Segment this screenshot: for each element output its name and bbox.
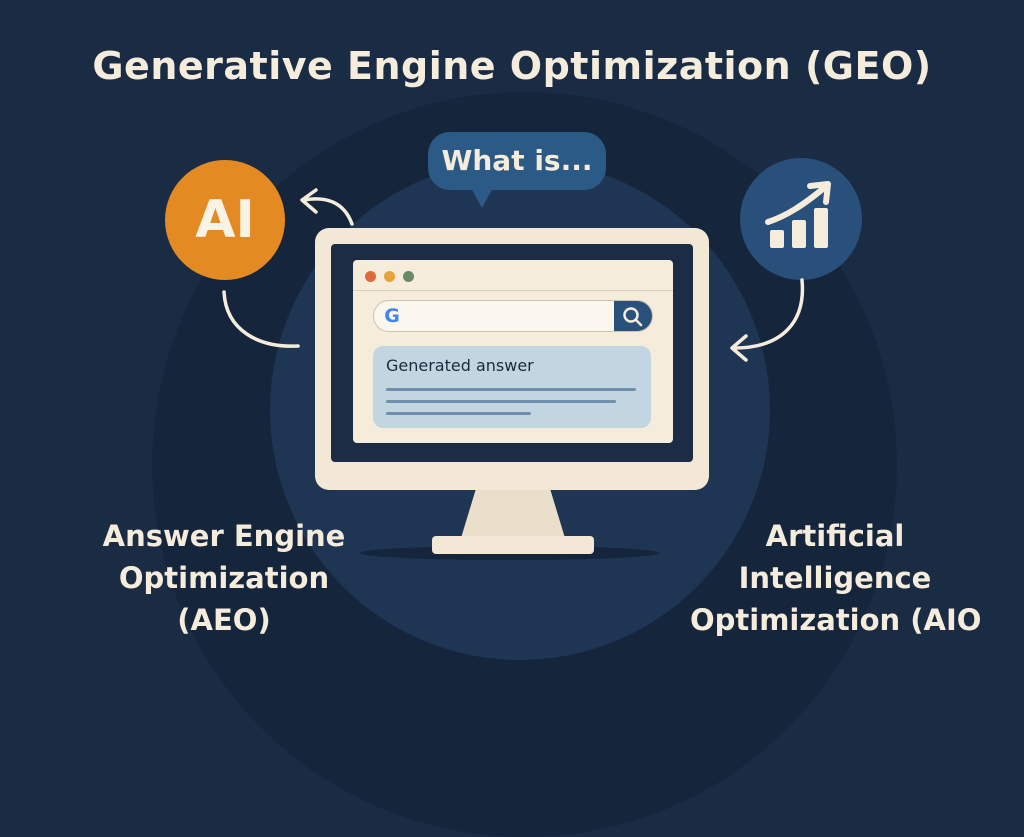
aeo-label-line: Optimization [118, 561, 330, 595]
generated-answer-card: Generated answer [373, 346, 651, 428]
search-input[interactable]: G [373, 300, 653, 332]
aeo-label-line: Answer Engine [102, 519, 346, 553]
search-icon [623, 307, 643, 327]
arrow-icon [302, 197, 354, 226]
window-maximize-dot[interactable] [403, 271, 414, 282]
answer-title: Generated answer [386, 356, 534, 375]
answer-text-line [386, 400, 616, 403]
monitor-stand-neck [461, 490, 565, 538]
aio-label-line: Intelligence [738, 561, 932, 595]
arrow-icon [222, 290, 300, 348]
monitor-stand-base [432, 536, 594, 554]
browser-window: G Generated answer [353, 260, 673, 443]
google-g-icon: G [384, 305, 400, 327]
chart-badge [740, 158, 862, 280]
browser-toolbar-divider [353, 290, 673, 291]
ai-badge: AI [165, 160, 285, 280]
answer-text-line [386, 388, 636, 391]
arrow-icon [732, 278, 805, 350]
connector-arrows [222, 188, 805, 362]
arrow-icon [730, 334, 748, 362]
aeo-label: Answer Engine Optimization (AEO) [96, 515, 352, 641]
search-button[interactable] [614, 301, 652, 331]
aio-label: Artificial Intelligence Optimization (AI… [690, 515, 982, 641]
monitor: G Generated answer [315, 228, 709, 490]
answer-text-line [386, 412, 531, 415]
bar-chart-icon [765, 181, 831, 248]
window-minimize-dot[interactable] [384, 271, 395, 282]
window-close-dot[interactable] [365, 271, 376, 282]
aeo-label-line: (AEO) [177, 603, 271, 637]
speech-bubble: What is... [428, 132, 606, 190]
arrow-icon [300, 188, 318, 214]
speech-bubble-tail [470, 186, 494, 208]
diagram-title: Generative Engine Optimization (GEO) [92, 44, 932, 88]
monitor-screen: G Generated answer [331, 244, 693, 462]
aio-label-line: Optimization (AIO [690, 603, 982, 637]
aio-label-line: Artificial [765, 519, 905, 553]
